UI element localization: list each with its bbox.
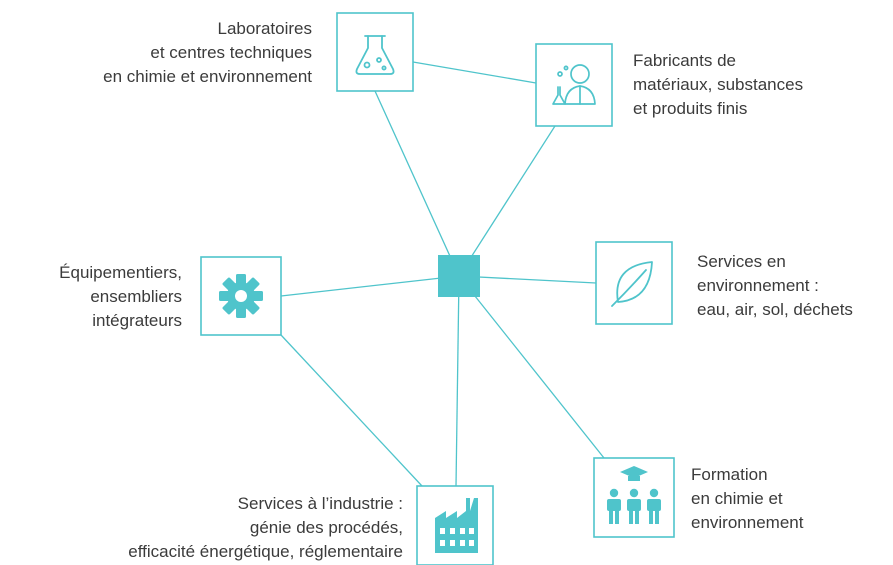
connector-hub-laboratoires	[374, 90, 460, 277]
factory-icon	[435, 498, 478, 553]
label-laboratoires: Laboratoires et centres techniques en ch…	[103, 17, 312, 89]
node-services-env	[595, 241, 673, 325]
label-equipementiers-line-2: ensembliers	[90, 287, 182, 306]
label-services-industrie-line-1: Services à l’industrie :	[237, 494, 403, 513]
connector-hub-formation	[458, 275, 605, 459]
label-formation-line-2: en chimie et	[691, 489, 783, 508]
connector-hub-fabricants	[458, 125, 556, 277]
label-fabricants-line-3: et produits finis	[633, 99, 748, 118]
label-laboratoires-line-3: en chimie et environnement	[103, 67, 312, 86]
label-fabricants-line-2: matériaux, substances	[633, 75, 804, 94]
label-formation-line-3: environnement	[691, 513, 804, 532]
label-laboratoires-line-1: Laboratoires	[217, 19, 312, 38]
students-icon	[607, 466, 661, 524]
label-services-env-line-1: Services en	[697, 252, 786, 271]
connector-equipementiers-services-industrie	[280, 334, 423, 487]
gear-icon	[219, 274, 263, 318]
label-formation: Formation en chimie et environnement	[691, 463, 803, 535]
flask-icon	[355, 35, 395, 75]
node-equipementiers	[200, 256, 282, 336]
label-services-industrie-line-3: efficacité énergétique, réglementaire	[128, 542, 403, 561]
node-services-industrie	[416, 485, 494, 565]
label-laboratoires-line-2: et centres techniques	[150, 43, 312, 62]
node-fabricants	[535, 43, 613, 127]
label-services-industrie-line-2: génie des procédés,	[249, 518, 403, 537]
label-equipementiers: Équipementiers, ensembliers intégrateurs	[59, 261, 182, 333]
connector-hub-equipementiers	[280, 275, 460, 297]
connector-laboratoires-fabricants	[412, 61, 537, 84]
label-fabricants: Fabricants de matériaux, substances et p…	[633, 49, 803, 121]
hub-square	[438, 255, 480, 297]
connector-hub-services-env	[458, 275, 597, 284]
label-equipementiers-line-1: Équipementiers,	[59, 263, 182, 282]
label-equipementiers-line-3: intégrateurs	[92, 311, 182, 330]
leaf-icon	[611, 261, 653, 307]
label-services-env: Services en environnement : eau, air, so…	[697, 250, 853, 322]
label-services-env-line-2: environnement :	[697, 276, 819, 295]
scientist-icon	[552, 64, 596, 105]
label-fabricants-line-1: Fabricants de	[633, 51, 736, 70]
connector-hub-services-industrie	[455, 275, 460, 487]
node-formation	[593, 457, 675, 538]
label-services-env-line-3: eau, air, sol, déchets	[697, 300, 853, 319]
label-services-industrie: Services à l’industrie : génie des procé…	[128, 492, 403, 564]
label-formation-line-1: Formation	[691, 465, 768, 484]
node-laboratoires	[336, 12, 414, 92]
